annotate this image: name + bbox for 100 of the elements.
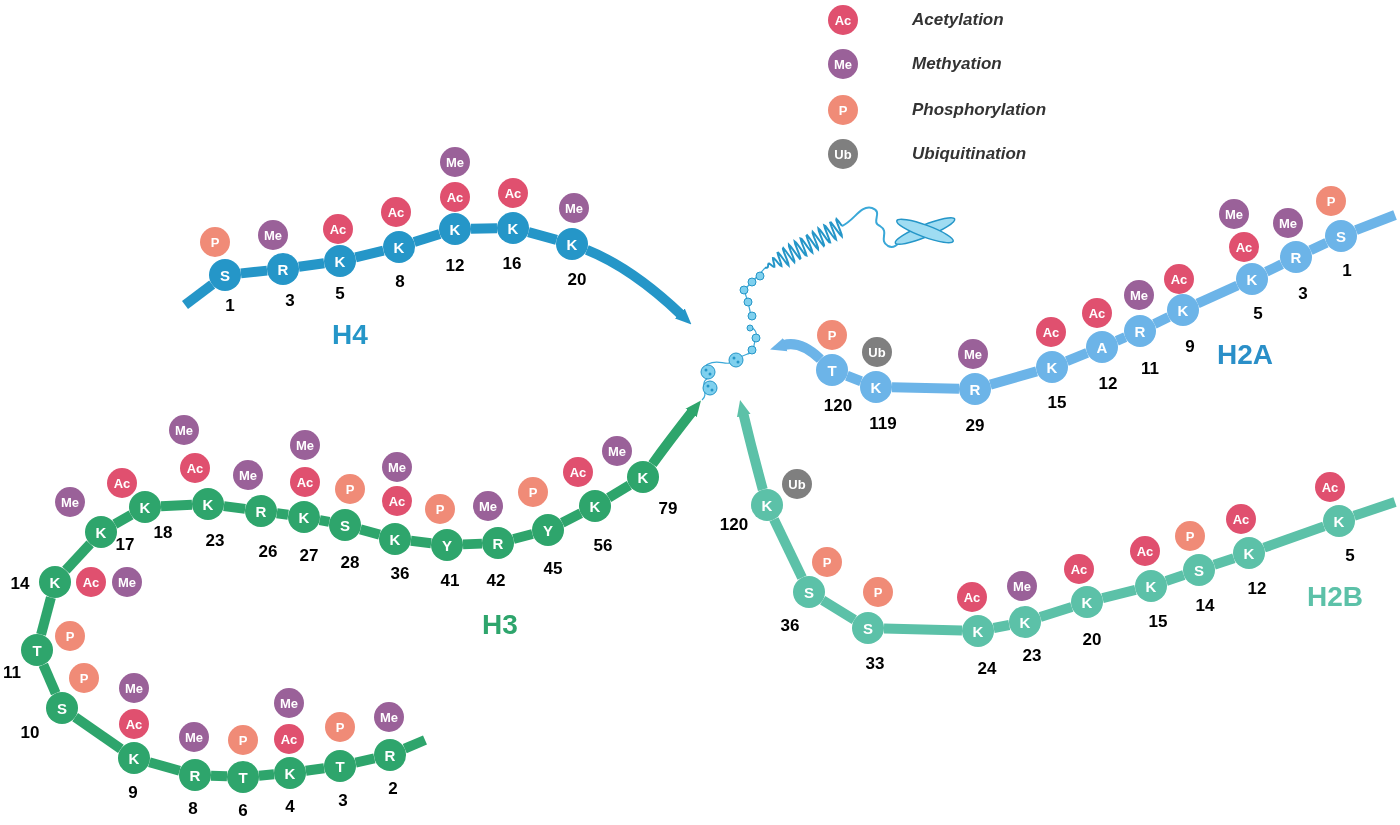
residue-number: 16 [502,254,522,272]
residue-number: 36 [780,616,800,634]
tail-line [891,382,960,394]
histone-label: H3 [482,611,518,639]
tail-line [845,371,863,386]
residue-number: 5 [1345,546,1355,564]
tail-line [1264,259,1284,277]
tail-line [318,515,331,527]
tail-line [402,735,427,754]
tail-line [148,757,181,776]
residue-number: 24 [977,659,997,677]
residue-number: 3 [285,291,295,309]
residue-number: 36 [390,564,410,582]
tail-arrow [769,338,824,363]
tail-line [354,245,385,263]
residue-number: 1 [1342,261,1352,279]
residue-number: 4 [285,797,295,815]
residue-number: 12 [445,256,465,274]
tail-line [1065,348,1089,366]
residue-number: 42 [486,571,506,589]
legend-swatch: P [828,95,858,125]
tail-line [769,517,807,580]
residue-number: 20 [1082,630,1102,648]
tail-line [1308,238,1329,255]
tail-line [992,620,1011,633]
tail-line [276,508,289,520]
tail-line [298,258,325,272]
tail-line [1262,521,1326,553]
legend-label: Ubiquitination [912,143,1027,166]
tail-line [1038,602,1074,622]
residue-number: 14 [10,574,30,592]
tail-line [305,763,325,776]
residue-number: 26 [258,542,278,560]
legend-label: Methyation [912,53,1002,76]
residue-number: 28 [340,553,360,571]
tail-line [240,265,268,279]
residue-number: 15 [1148,612,1168,630]
residue-number: 120 [719,515,749,533]
tail-line [62,540,94,574]
residue-number: 20 [567,270,587,288]
tail-line [359,524,381,540]
residue-number: 5 [1253,304,1263,322]
residue-number: 11 [3,663,21,681]
tail-line [1212,553,1236,570]
tail-line [112,510,134,529]
histone-label: H2A [1217,341,1273,369]
tail-line [559,508,584,528]
legend-swatch: Ac [828,5,858,35]
tail-line [412,229,442,247]
residue-number: 14 [1195,596,1215,614]
residue-number: 119 [869,414,897,432]
tail-line [223,501,246,514]
residue-number: 79 [658,499,678,517]
residue-number: 5 [335,284,345,302]
tail-line [1354,210,1397,235]
tail-line [36,596,56,636]
residue-number: 10 [20,723,40,741]
tail-arrow [648,400,701,468]
tail-line [606,481,632,502]
tail-line [410,535,432,549]
tail-line [989,366,1038,390]
tail-line [512,529,534,544]
residue-number: 2 [388,779,398,797]
tail-line [1101,585,1137,603]
tail-line [527,227,558,245]
tail-line [462,538,483,550]
tail-line [1352,497,1397,521]
residue-number: 3 [338,791,348,809]
residue-number: 56 [593,536,613,554]
legend-label: Acetylation [912,9,1004,32]
tail-line [160,499,193,512]
tail-line [1195,281,1240,308]
residue-number: 45 [543,559,563,577]
legend-swatch: Me [828,49,858,79]
tail-line [820,596,857,624]
residue-number: 23 [205,531,225,549]
tail-line [354,753,376,768]
tail-line [38,662,61,696]
tail-line [210,770,228,782]
residue-number: 29 [965,416,985,434]
residue-number: 33 [865,654,885,672]
residue-number: 9 [128,783,138,801]
legend-swatch: Ub [828,139,858,169]
tail-line [1164,570,1186,586]
tail-line [182,280,216,309]
tail-line [258,769,275,781]
residue-number: 6 [238,801,248,819]
residue-number: 8 [188,799,198,817]
residue-number: 120 [823,396,853,414]
residue-number: 18 [153,523,173,541]
residue-number: 12 [1247,579,1267,597]
residue-number: 17 [115,535,135,553]
tail-line [1114,332,1128,346]
tail-arrow [584,245,692,325]
tail-line [1152,312,1171,329]
residue-number: 12 [1098,374,1118,392]
tail-line [72,713,124,753]
residue-number: 1 [225,296,235,314]
residue-number: 27 [299,546,319,564]
histone-label: H4 [332,321,368,349]
